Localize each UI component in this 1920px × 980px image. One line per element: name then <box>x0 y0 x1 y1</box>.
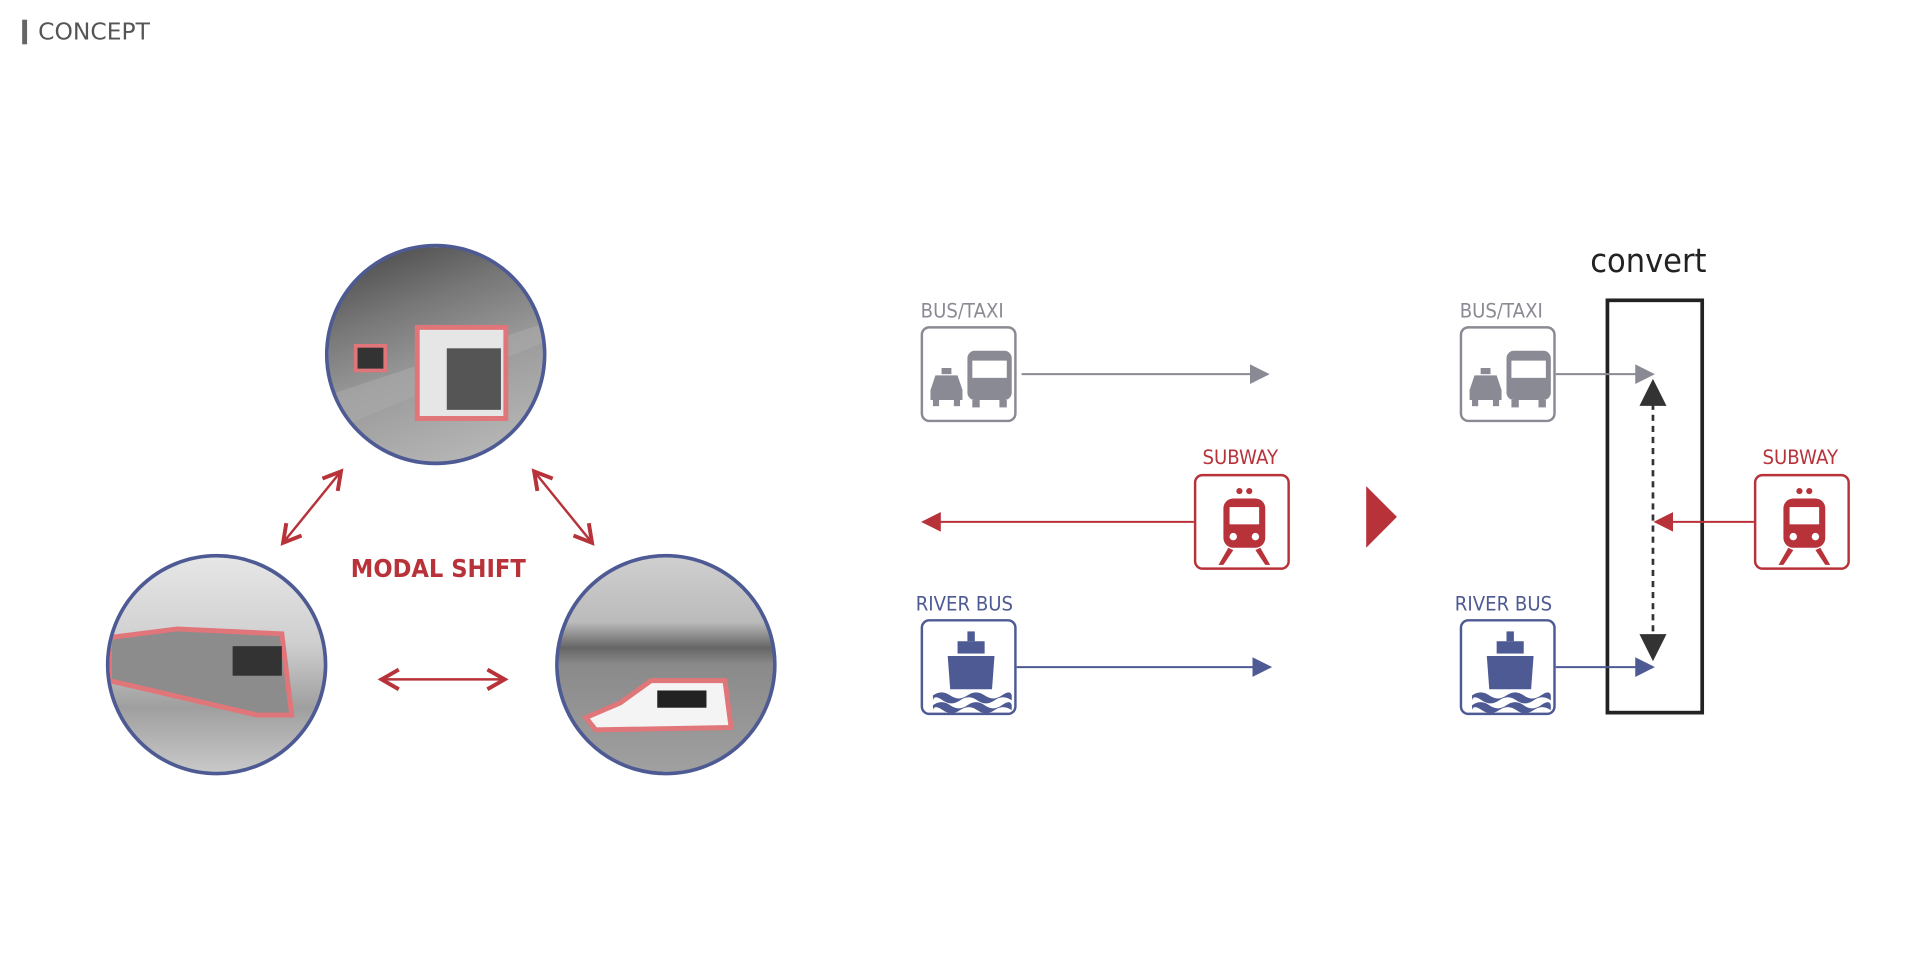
subway-icon-after <box>1753 473 1850 570</box>
road-traffic-photo <box>324 243 547 466</box>
bus-taxi-icon-after <box>1459 326 1556 423</box>
subway-label-after: SUBWAY <box>1762 445 1839 469</box>
convert-box <box>1605 298 1705 715</box>
river-bus-icon <box>920 619 1017 716</box>
convert-label: convert <box>1590 242 1707 281</box>
river-bus-label: RIVER BUS <box>915 592 1014 616</box>
bus-taxi-label: BUS/TAXI <box>920 299 1004 323</box>
section-title: CONCEPT <box>22 18 150 46</box>
transition-triangle <box>1366 486 1397 548</box>
title-text: CONCEPT <box>38 18 150 46</box>
truck-outline <box>328 323 543 433</box>
river-bus-icon-after <box>1459 619 1556 716</box>
before-arrows <box>921 364 1273 677</box>
bus-taxi-label-after: BUS/TAXI <box>1459 299 1543 323</box>
boat-outline <box>581 678 734 733</box>
modal-shift-arrows <box>280 468 595 691</box>
subway-icon <box>1193 473 1290 570</box>
title-bar <box>22 19 28 45</box>
subway-train-photo <box>105 553 328 776</box>
bus-taxi-icon <box>920 326 1017 423</box>
modal-shift-label: MODAL SHIFT <box>350 553 526 584</box>
river-bus-photo <box>555 553 777 776</box>
train-outline <box>109 626 295 718</box>
subway-label: SUBWAY <box>1202 445 1279 469</box>
river-bus-label-after: RIVER BUS <box>1454 592 1553 616</box>
after-arrows <box>1555 364 1754 677</box>
